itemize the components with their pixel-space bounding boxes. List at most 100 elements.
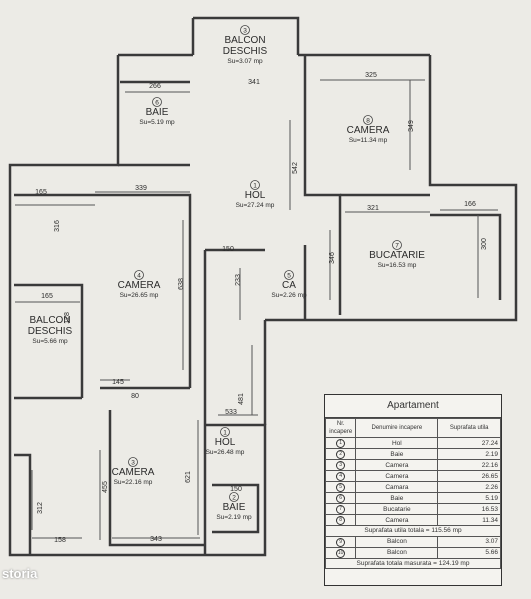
row-number-circle: 1 (336, 439, 346, 448)
room-number-camera-mid: 4 (134, 270, 144, 280)
wall-6 (14, 193, 192, 388)
row-number-circle: 5 (336, 483, 346, 492)
dimension-label: 233 (235, 274, 242, 286)
table-total-row: Suprafata totala masurata = 124.19 mp (325, 557, 501, 570)
room-area-baie-bottom: Su=2.19 mp (216, 514, 252, 521)
table-total: Suprafata totala masurata = 124.19 mp (325, 557, 501, 570)
wall-18 (108, 410, 205, 547)
room-number-circle (152, 97, 162, 107)
row-name: Camera (355, 470, 439, 482)
room-name-camera-mid: CAMERA (118, 280, 161, 291)
room-number-camera-tr: 8 (363, 115, 373, 125)
row-number: 1 (324, 437, 357, 449)
room-number-circle (220, 427, 230, 437)
dimension-label: 339 (135, 185, 147, 192)
room-name-ca: CA (282, 280, 296, 291)
inner-lines (15, 79, 498, 540)
room-name-balcon-top: DESCHIS (223, 46, 268, 57)
room-area-hol-bottom: Su=26.48 mp (206, 449, 245, 456)
row-number-circle: 10 (336, 548, 346, 558)
row-area: 27.24 (437, 437, 501, 449)
wall-19 (212, 483, 260, 534)
room-name-baie-top: BAIE (146, 107, 169, 118)
room-number-circle (128, 457, 138, 467)
table-total: Suprafata utila totala = 115.56 mp (325, 525, 501, 537)
row-number: 2 (324, 448, 357, 460)
room-number-hol-top: 1 (250, 180, 260, 190)
row-number: 8 (324, 514, 357, 526)
wall-14 (205, 423, 267, 557)
row-number-circle: 4 (336, 472, 346, 481)
row-number: 10 (324, 546, 357, 559)
room-number-circle (392, 240, 402, 250)
dimension-label: 150 (222, 246, 234, 253)
room-number-text: 5 (287, 272, 291, 279)
dimension-label: 80 (131, 393, 139, 400)
room-number-text: 3 (131, 459, 135, 466)
room-name-balcon-left: DESCHIS (28, 326, 73, 337)
row-area: 3.07 (437, 535, 501, 548)
row-number: 4 (324, 470, 357, 482)
dimension-label: 343 (150, 536, 162, 543)
wall-15 (14, 283, 84, 398)
row-name: Baie (355, 448, 439, 460)
wall-4 (428, 55, 518, 322)
table-total-row: Suprafata utila totala = 115.56 mp (325, 525, 501, 537)
room-area-ca: Su=2.26 mp (271, 292, 307, 299)
room-name-balcon-top: BALCON (224, 35, 265, 46)
room-number-baie-top: 6 (152, 97, 162, 107)
row-area: 2.26 (437, 481, 501, 493)
dimension-label: 481 (238, 393, 245, 405)
room-number-text: 2 (232, 494, 236, 501)
row-name: Balcon (355, 546, 439, 559)
room-name-hol-top: HOL (245, 190, 266, 201)
row-number: 9 (324, 535, 357, 548)
row-number-circle: 9 (336, 537, 346, 547)
dimension-label: 158 (54, 537, 66, 544)
header-nr: Nr. incapere (324, 418, 357, 438)
room-number-text: 7 (395, 242, 399, 249)
dimension-label: 638 (178, 278, 185, 290)
dimension-label: 621 (185, 471, 192, 483)
room-area-bucatarie: Su=16.53 mp (378, 262, 417, 269)
room-number-baie-bottom: 2 (229, 492, 239, 502)
row-name: Bucatarie (355, 503, 439, 515)
wall-17 (14, 453, 32, 555)
dimension-labels: 3412663253495421653393161502333463211663… (35, 72, 488, 544)
dimension-label: 542 (292, 162, 299, 174)
room-number-text: 3 (243, 27, 247, 34)
row-area: 5.66 (437, 546, 501, 559)
row-name: Camera (355, 459, 439, 471)
room-number-text: 1 (253, 182, 257, 189)
wall-16 (14, 386, 190, 400)
row-area: 16.53 (437, 503, 501, 515)
room-area-balcon-top: Su=3.07 mp (227, 58, 263, 65)
room-name-baie-bottom: BAIE (223, 502, 246, 513)
table-header-row: Nr. incapere Denumire incapere Suprafata… (324, 418, 501, 438)
wall-7 (303, 55, 342, 315)
room-number-text: 1 (223, 429, 227, 436)
room-name-camera-tr: CAMERA (347, 125, 390, 136)
dimension-label: 321 (367, 205, 379, 212)
row-number-circle: 2 (336, 450, 346, 459)
row-number: 7 (324, 503, 357, 515)
row-name: Baie (355, 492, 439, 504)
dimension-label: 346 (329, 252, 336, 264)
row-name: Hol (355, 437, 439, 449)
rooms-table: Nr. incapere Denumire incapere Suprafata… (324, 418, 501, 570)
dimension-label: 128 (64, 312, 71, 324)
room-number-hol-bottom: 1 (220, 427, 230, 437)
row-number-circle: 8 (336, 516, 346, 525)
room-name-hol-bottom: HOL (215, 437, 236, 448)
room-number-bucatarie: 7 (392, 240, 402, 250)
row-area: 2.19 (437, 448, 501, 460)
room-number-text: 8 (366, 117, 370, 124)
